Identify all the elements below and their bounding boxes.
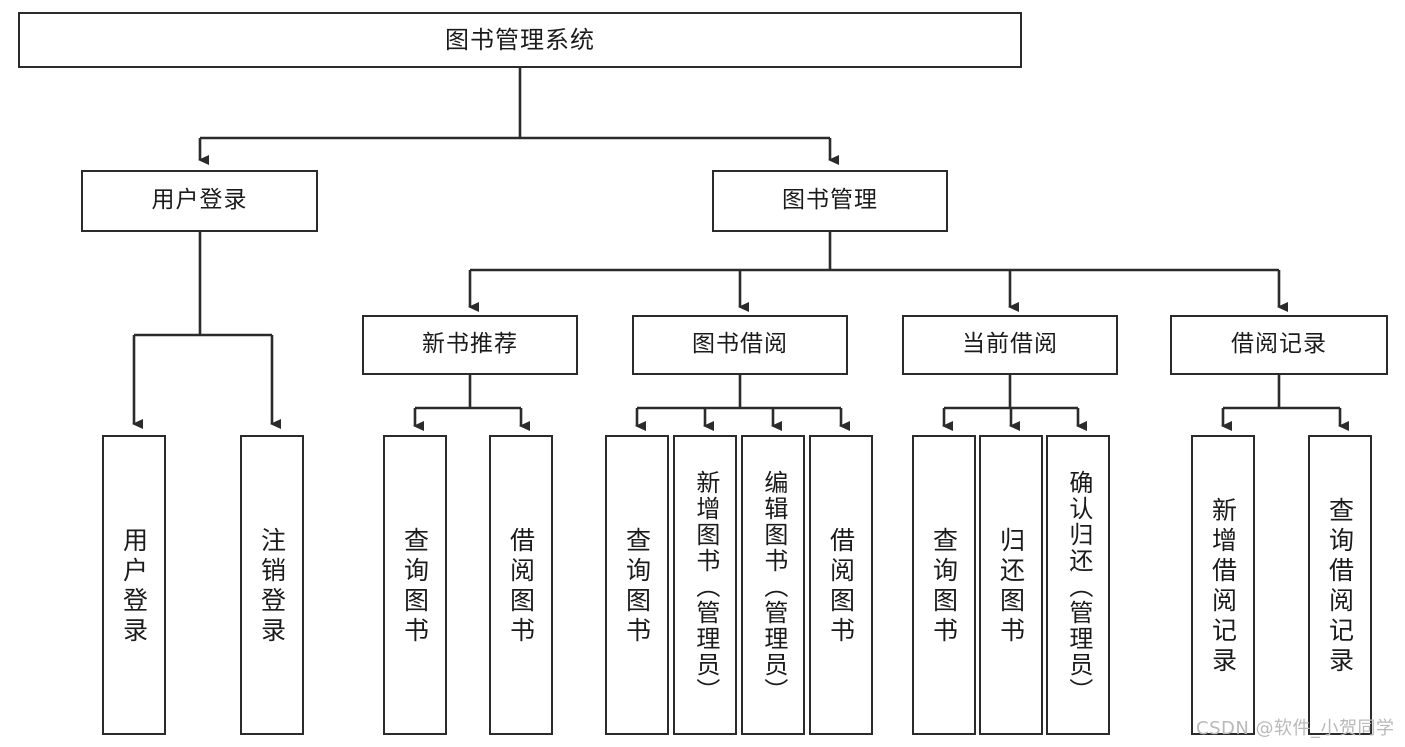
leaf-user-login-1-label: 用户登录 <box>119 527 149 647</box>
leaf-new-book-2-label: 借阅图书 <box>506 527 536 647</box>
leaf-borrow-records-1[interactable]: 新增借阅记录 <box>1191 435 1255 735</box>
leaf-user-login-2-label: 注销登录 <box>257 527 287 647</box>
leaf-new-book-2[interactable]: 借阅图书 <box>489 435 553 735</box>
leaf-book-borrow-1-label: 查询图书 <box>622 527 652 647</box>
leaf-new-book-1-label: 查询图书 <box>400 527 430 647</box>
leaf-current-borrow-2-label: 归还图书 <box>996 527 1026 647</box>
leaf-current-borrow-3[interactable]: 确认归还（管理员） <box>1046 435 1110 735</box>
node-book-borrow[interactable]: 图书借阅 <box>632 315 848 375</box>
node-root[interactable]: 图书管理系统 <box>18 12 1022 68</box>
node-current-borrow-label: 当前借阅 <box>962 331 1058 358</box>
leaf-current-borrow-1[interactable]: 查询图书 <box>912 435 976 735</box>
leaf-borrow-records-2-label: 查询借阅记录 <box>1325 497 1355 677</box>
leaf-current-borrow-1-label: 查询图书 <box>929 527 959 647</box>
leaf-book-borrow-3[interactable]: 编辑图书（管理员） <box>741 435 805 735</box>
node-book-borrow-label: 图书借阅 <box>692 331 788 358</box>
node-borrow-records[interactable]: 借阅记录 <box>1170 315 1388 375</box>
leaf-borrow-records-2[interactable]: 查询借阅记录 <box>1308 435 1372 735</box>
leaf-book-borrow-4[interactable]: 借阅图书 <box>809 435 873 735</box>
leaf-user-login-2[interactable]: 注销登录 <box>240 435 304 735</box>
leaf-book-borrow-3-label: 编辑图书（管理员） <box>759 470 788 704</box>
leaf-book-borrow-2[interactable]: 新增图书（管理员） <box>673 435 737 735</box>
leaf-book-borrow-4-label: 借阅图书 <box>826 527 856 647</box>
leaf-book-borrow-1[interactable]: 查询图书 <box>605 435 669 735</box>
node-current-borrow[interactable]: 当前借阅 <box>902 315 1118 375</box>
node-root-label: 图书管理系统 <box>445 25 595 54</box>
node-user-login-label: 用户登录 <box>151 187 248 214</box>
leaf-current-borrow-3-label: 确认归还（管理员） <box>1064 470 1093 704</box>
leaf-user-login-1[interactable]: 用户登录 <box>102 435 166 735</box>
node-book-management[interactable]: 图书管理 <box>712 170 948 232</box>
node-new-book-recommend[interactable]: 新书推荐 <box>362 315 578 375</box>
watermark: CSDN @软件_小贺同学 <box>1196 718 1395 739</box>
leaf-new-book-1[interactable]: 查询图书 <box>383 435 447 735</box>
node-borrow-records-label: 借阅记录 <box>1231 331 1327 358</box>
node-new-book-recommend-label: 新书推荐 <box>422 331 518 358</box>
leaf-current-borrow-2[interactable]: 归还图书 <box>979 435 1043 735</box>
node-book-management-label: 图书管理 <box>782 187 878 214</box>
leaf-borrow-records-1-label: 新增借阅记录 <box>1208 497 1238 677</box>
node-user-login[interactable]: 用户登录 <box>81 170 318 232</box>
leaf-book-borrow-2-label: 新增图书（管理员） <box>691 470 720 704</box>
